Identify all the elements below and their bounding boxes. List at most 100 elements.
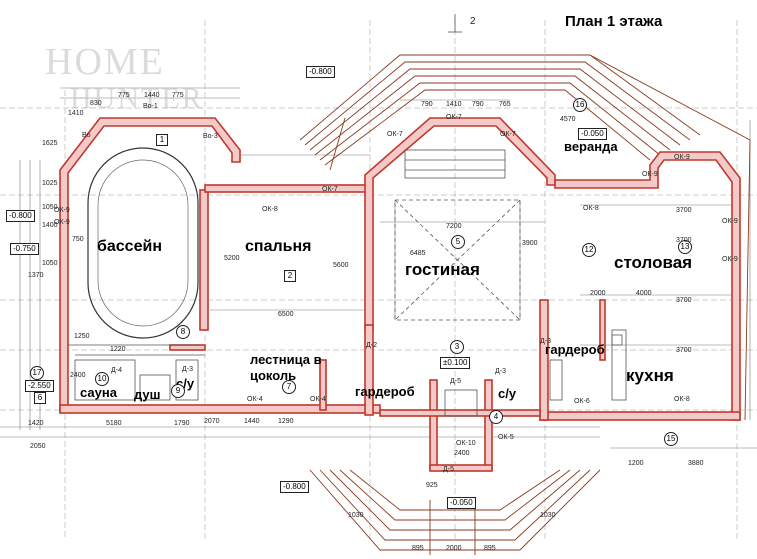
dimension-label: 3880 [688,460,704,467]
walls [59,117,741,472]
opening-tag: ОК-9 [722,256,738,263]
opening-tag: ОК-9 [722,218,738,225]
pool-outline [68,147,205,356]
top-stairs [299,54,751,421]
room-sauna: сауна [80,385,117,400]
room-number-5: 5 [451,235,465,249]
room-wardrobe-right: гардероб [545,342,605,357]
dimension-label: 775 [118,92,130,99]
room-dining: столовая [614,253,693,272]
opening-tag: ОК-6 [574,398,590,405]
dimension-label: 1420 [28,420,44,427]
room-wc-center: с/у [498,386,517,401]
dimension-label: 7200 [446,223,462,230]
dimension-label: 2070 [204,418,220,425]
dimension-label: 790 [472,101,484,108]
room-kitchen: кухня [626,366,674,385]
room-number-12: 12 [582,243,596,257]
axis-marker-label: 2 [470,16,476,27]
level-left1: -0.800 [6,210,35,222]
dimension-label: 2000 [446,545,462,552]
opening-tag: Д-5 [443,466,454,473]
opening-tag: Д-3 [495,368,506,375]
level-veranda: -0.050 [578,128,607,140]
room-number-3: 3 [450,340,464,354]
level-left2: -0.750 [10,243,39,255]
level-entry: -0.050 [447,497,476,509]
dimension-label: 2400 [454,450,470,457]
plan-title: План 1 этажа [565,13,663,30]
opening-tag: ОК-8 [583,205,599,212]
dimension-label: 5600 [333,262,349,269]
opening-tag: Д-3 [540,338,551,345]
room-shower: душ [134,387,161,402]
dimension-label: 775 [172,92,184,99]
room-number-9: 9 [171,384,185,398]
dimension-label: 5180 [106,420,122,427]
dimension-label: 5200 [224,255,240,262]
room-number-4: 4 [489,410,503,424]
dimension-label: 1790 [174,420,190,427]
watermark-hunter: HUNTER [70,82,204,115]
opening-tag: Д-5 [450,378,461,385]
opening-tag: Д-4 [111,367,122,374]
level-hall: ±0.100 [440,357,471,369]
watermark-home: HOME [45,41,165,83]
dimension-label: 3700 [676,207,692,214]
opening-tag: ОК-10 [456,440,476,447]
dimension-label: 6485 [410,250,426,257]
room-number-10: 10 [95,372,109,386]
kitchen-fixtures [549,329,627,401]
dimension-label: 4000 [636,290,652,297]
opening-tag: Во-1 [143,103,158,110]
room-stairs-line1: лестница в цоколь [250,352,322,383]
dimension-label: 1030 [540,512,556,519]
opening-tag: ОК-4 [247,396,263,403]
room-number-17: 17 [30,366,44,380]
dimension-label: 3700 [676,297,692,304]
opening-tag: ОК-5 [498,434,514,441]
room-number-1: 1 [156,134,168,146]
room-pool: бассейн [97,238,162,255]
opening-tag: ОК-7 [387,131,403,138]
opening-tag: ОК-9 [674,154,690,161]
dimension-label: 6500 [278,311,294,318]
room-number-16: 16 [573,98,587,112]
dimension-label: 830 [90,100,102,107]
opening-tag: Д-3 [182,366,193,373]
room-veranda: веранда [564,139,618,154]
dimension-label: 895 [484,545,496,552]
opening-tag: ОК-7 [446,114,462,121]
bottom-stairs [309,469,601,555]
opening-tag: ОК-8 [674,396,690,403]
opening-tag: ОК-7 [500,131,516,138]
dimension-label: 4570 [560,116,576,123]
opening-tag: ОК-9 [54,219,70,226]
opening-tag: ОК-8 [262,206,278,213]
dimension-label: 1440 [244,418,260,425]
dimension-label: 1410 [68,110,84,117]
dimension-label: 2050 [30,443,46,450]
dimension-label: 1410 [446,101,462,108]
dimension-label: 1200 [628,460,644,467]
dimension-label: 1030 [348,512,364,519]
dimension-label: 1290 [278,418,294,425]
dimension-label: 1250 [74,333,90,340]
wet-zone-fixtures [74,359,478,417]
opening-tag: ОК-4 [310,396,326,403]
room-wardrobe-center: гардероб [355,384,415,399]
dimension-label: 765 [499,101,511,108]
room-living: гостиная [405,260,480,279]
opening-tag: Во-3 [203,133,218,140]
opening-tag: Д-2 [366,342,377,349]
dimension-label: 1050 [42,260,58,267]
axis-marker [448,14,462,33]
opening-tag: ОК-9 [54,207,70,214]
room-number-8: 8 [176,325,190,339]
opening-tag: ОК-7 [322,186,338,193]
level-top: -0.800 [306,66,335,78]
dimension-label: 750 [72,236,84,243]
level-bottom: -0.800 [280,481,309,493]
dimension-label: 1025 [42,180,58,187]
